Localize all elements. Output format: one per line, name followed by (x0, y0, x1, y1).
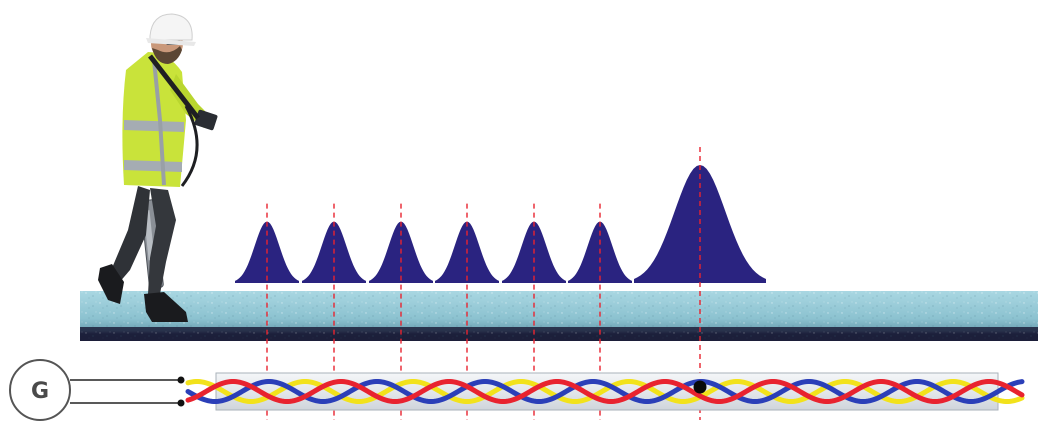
signal-peaks (235, 165, 766, 283)
conductor-wire (185, 379, 1025, 404)
ground-layer (80, 291, 1038, 341)
twisted-conductors (185, 379, 1025, 404)
conductor-wire (185, 379, 1025, 404)
generator-icon: G (9, 359, 71, 421)
fault-marker (693, 380, 707, 394)
cable (185, 372, 1025, 411)
generator-label: G (31, 379, 49, 404)
generator-leads (70, 376, 185, 407)
technician-with-locator-icon (98, 13, 218, 322)
